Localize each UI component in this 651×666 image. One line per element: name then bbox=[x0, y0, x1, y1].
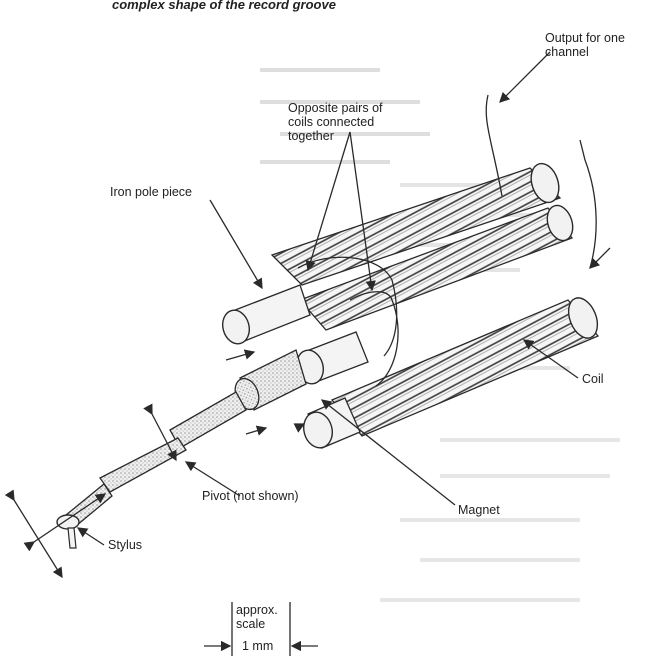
coil-rear-right bbox=[298, 204, 574, 331]
scale-label-line2: scale bbox=[236, 617, 265, 631]
iron-pole-piece bbox=[221, 284, 311, 345]
label-magnet: Magnet bbox=[458, 503, 500, 517]
label-coil: Coil bbox=[582, 372, 604, 386]
output-wire bbox=[485, 94, 597, 269]
cantilever-tube bbox=[65, 391, 247, 527]
label-coils-line3: together bbox=[288, 129, 334, 143]
label-pivot: Pivot (not shown) bbox=[202, 489, 299, 503]
label-iron-pole-piece: Iron pole piece bbox=[110, 185, 192, 199]
scale-bar: approx. scale 1 mm bbox=[204, 602, 318, 656]
magnet bbox=[234, 349, 307, 411]
label-coils-line2: coils connected bbox=[288, 115, 374, 129]
coil-front bbox=[302, 297, 600, 449]
label-coils-line1: Opposite pairs of bbox=[288, 101, 383, 115]
label-stylus: Stylus bbox=[108, 538, 142, 552]
label-output-line2: channel bbox=[545, 45, 589, 59]
motion-arrows bbox=[4, 349, 306, 579]
scale-label-line1: approx. bbox=[236, 603, 278, 617]
coil-rear-left bbox=[270, 162, 562, 286]
connecting-wire bbox=[297, 256, 399, 387]
label-output-line1: Output for one bbox=[545, 31, 625, 45]
scale-value: 1 mm bbox=[242, 639, 273, 653]
leader-lines bbox=[76, 51, 611, 546]
caption: complex shape of the record groove bbox=[112, 0, 336, 12]
stylus-tip bbox=[56, 514, 80, 549]
